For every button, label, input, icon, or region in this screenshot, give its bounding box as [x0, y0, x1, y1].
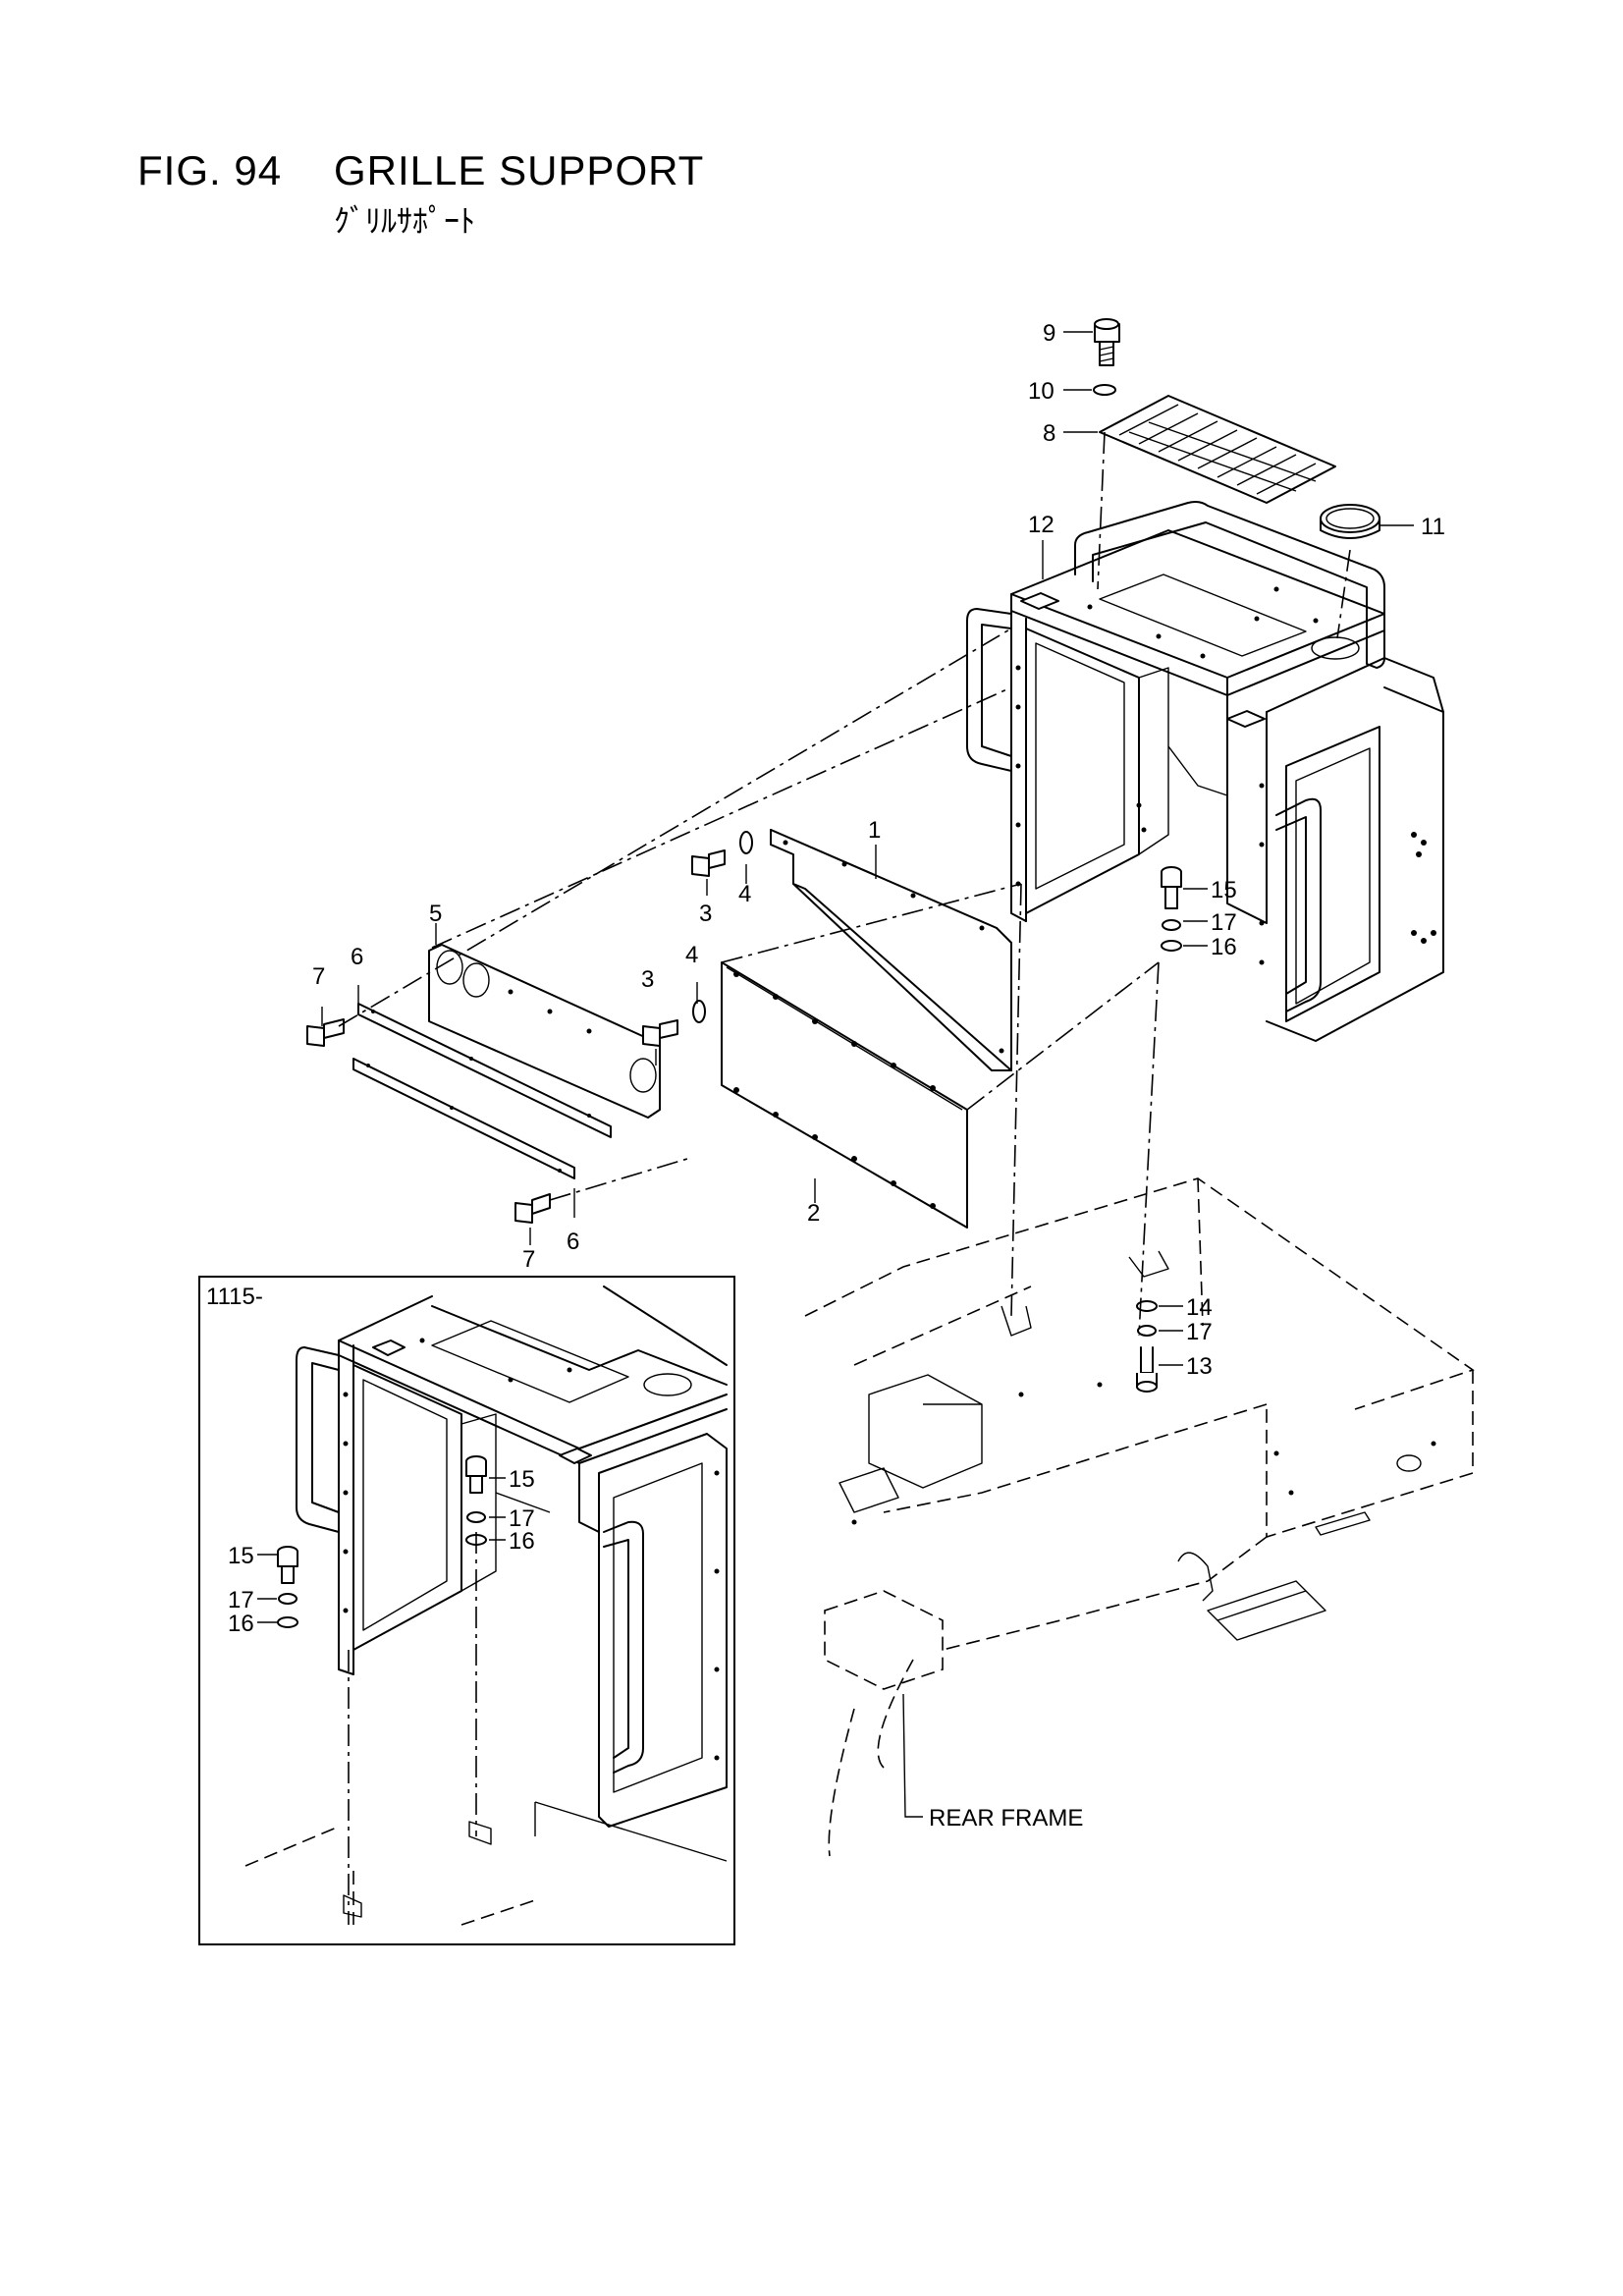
- lock-washer-17-main: [1162, 919, 1181, 931]
- cap-11: [1320, 504, 1380, 539]
- inset-callout-16a: 16: [228, 1611, 254, 1637]
- callout-9: 9: [1043, 320, 1055, 347]
- inset-washer-16a: [277, 1616, 298, 1628]
- callout-labels: 9 10 8 11 12 1 2 4 3 4 3 5 6 7 6 7 15 17…: [206, 320, 1445, 1831]
- callout-6-lower: 6: [567, 1229, 579, 1255]
- callout-8: 8: [1043, 420, 1055, 447]
- bolt-15-main: [1161, 866, 1182, 909]
- bolt-3-lower: [642, 1019, 678, 1047]
- callout-10: 10: [1028, 378, 1055, 405]
- rear-frame: [804, 1177, 1475, 1857]
- inset-callout-16b: 16: [509, 1528, 535, 1555]
- inset-lock-washer-17a: [278, 1593, 298, 1605]
- inset-lock-washer-17b: [466, 1511, 486, 1523]
- inset-box: [198, 1276, 735, 1945]
- callout-17-lower: 17: [1186, 1319, 1213, 1345]
- figure-title: GRILLE SUPPORT: [334, 147, 705, 193]
- washer-16-main: [1161, 940, 1182, 952]
- inset-washer-16b: [465, 1534, 487, 1546]
- inset-callout-15a: 15: [228, 1543, 254, 1569]
- washer-14: [1136, 1300, 1158, 1312]
- grille-support-frame: [966, 501, 1444, 1042]
- callout-1: 1: [868, 817, 881, 844]
- inset-callout-17b: 17: [509, 1505, 535, 1532]
- callout-3-lower: 3: [641, 966, 654, 993]
- inset-callout-17a: 17: [228, 1587, 254, 1613]
- grille-panel: [1099, 395, 1336, 504]
- callout-7-lower: 7: [522, 1246, 535, 1273]
- panel-5: [428, 944, 661, 1119]
- callout-4-lower: 4: [685, 942, 698, 968]
- panel-1: [770, 829, 1012, 1071]
- bolt-7-lower: [514, 1193, 551, 1224]
- inset-callout-15b: 15: [509, 1466, 535, 1493]
- figure-subtitle: ｸﾞﾘﾙｻﾎﾟｰﾄ: [334, 202, 476, 240]
- bolt-9: [1094, 318, 1120, 366]
- bolt-13: [1136, 1346, 1158, 1393]
- lock-washer-17-lower: [1137, 1325, 1157, 1337]
- callout-16: 16: [1211, 934, 1237, 960]
- inset-label: 1115-: [206, 1284, 263, 1310]
- callout-14: 14: [1186, 1294, 1213, 1321]
- strip-6-upper: [357, 1003, 612, 1138]
- callout-15: 15: [1211, 877, 1237, 903]
- inset-bolt-15a: [277, 1546, 298, 1584]
- callout-2: 2: [807, 1200, 820, 1227]
- washer-10: [1093, 384, 1116, 396]
- callout-7-upper: 7: [312, 963, 325, 990]
- bolt-7-upper: [306, 1018, 345, 1047]
- callout-17-main: 17: [1211, 909, 1237, 936]
- bolt-3-upper: [691, 849, 726, 877]
- leader-lines: [257, 331, 1414, 1623]
- rear-frame-label: REAR FRAME: [929, 1805, 1083, 1831]
- washer-4-upper: [739, 831, 753, 854]
- callout-13: 13: [1186, 1353, 1213, 1380]
- inset-bolt-15b: [465, 1455, 487, 1494]
- callout-4-upper: 4: [738, 881, 751, 907]
- inset-frame-variant: [244, 1285, 728, 1926]
- callout-3-upper: 3: [699, 901, 712, 927]
- callout-11: 11: [1421, 514, 1445, 540]
- callout-6-upper: 6: [351, 944, 363, 970]
- callout-5: 5: [429, 901, 442, 927]
- figure-number: FIG. 94: [137, 147, 283, 193]
- washer-4-lower: [692, 1000, 706, 1023]
- strip-6-lower: [352, 1058, 575, 1179]
- panel-2: [721, 961, 968, 1229]
- callout-12: 12: [1028, 512, 1055, 538]
